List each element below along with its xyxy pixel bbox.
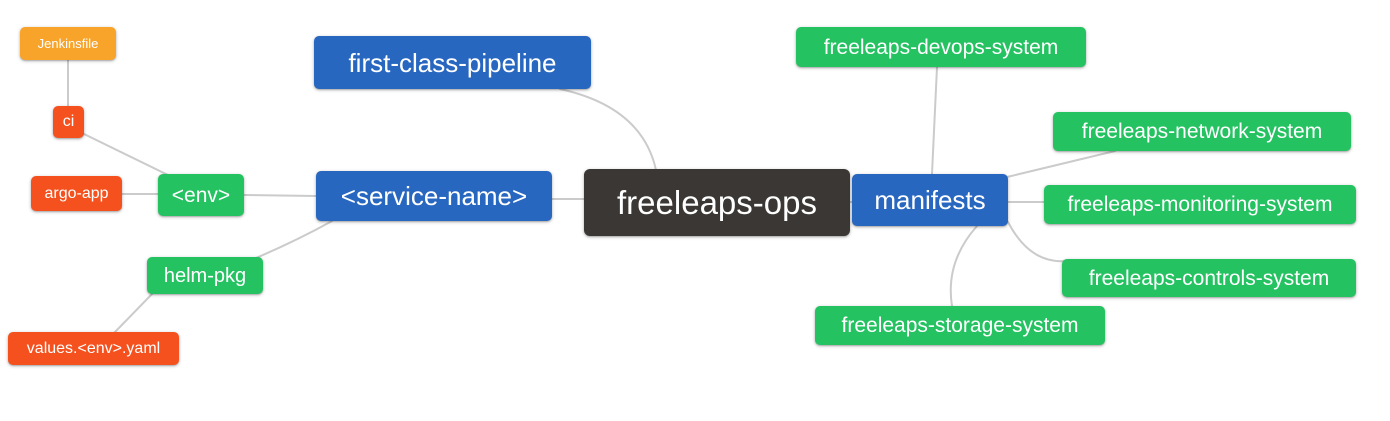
node-manifests[interactable]: manifests bbox=[852, 174, 1008, 226]
node-freeleaps-controls-system[interactable]: freeleaps-controls-system bbox=[1062, 259, 1356, 297]
node-freeleaps-ops[interactable]: freeleaps-ops bbox=[584, 169, 850, 236]
edge-ci-to-env bbox=[83, 133, 169, 176]
node-helm-pkg[interactable]: helm-pkg bbox=[147, 257, 263, 294]
edge-manifests-to-freeleaps-storage-system bbox=[949, 225, 978, 307]
edge-helm-pkg-to-values-env-yaml bbox=[113, 293, 153, 334]
node-first-class-pipeline[interactable]: first-class-pipeline bbox=[314, 36, 591, 89]
node-jenkinsfile[interactable]: Jenkinsfile bbox=[20, 27, 116, 60]
edge-first-class-pipeline-to-freeleaps-ops bbox=[559, 88, 657, 171]
edge-manifests-to-freeleaps-controls-system bbox=[1007, 221, 1067, 263]
node-ci[interactable]: ci bbox=[53, 106, 84, 138]
node-freeleaps-devops-system[interactable]: freeleaps-devops-system bbox=[796, 27, 1086, 67]
node-values-env-yaml[interactable]: values.<env>.yaml bbox=[8, 332, 179, 365]
node-argo-app[interactable]: argo-app bbox=[31, 176, 122, 211]
node-env[interactable]: <env> bbox=[158, 174, 244, 216]
edge-manifests-to-freeleaps-network-system bbox=[1006, 150, 1116, 178]
node-freeleaps-network-system[interactable]: freeleaps-network-system bbox=[1053, 112, 1351, 151]
edge-env-to-service-name bbox=[243, 194, 317, 197]
edge-manifests-to-freeleaps-devops-system bbox=[931, 66, 938, 175]
node-service-name[interactable]: <service-name> bbox=[316, 171, 552, 221]
edge-service-name-to-helm-pkg bbox=[255, 220, 333, 259]
node-freeleaps-storage-system[interactable]: freeleaps-storage-system bbox=[815, 306, 1105, 345]
node-freeleaps-monitoring-system[interactable]: freeleaps-monitoring-system bbox=[1044, 185, 1356, 224]
